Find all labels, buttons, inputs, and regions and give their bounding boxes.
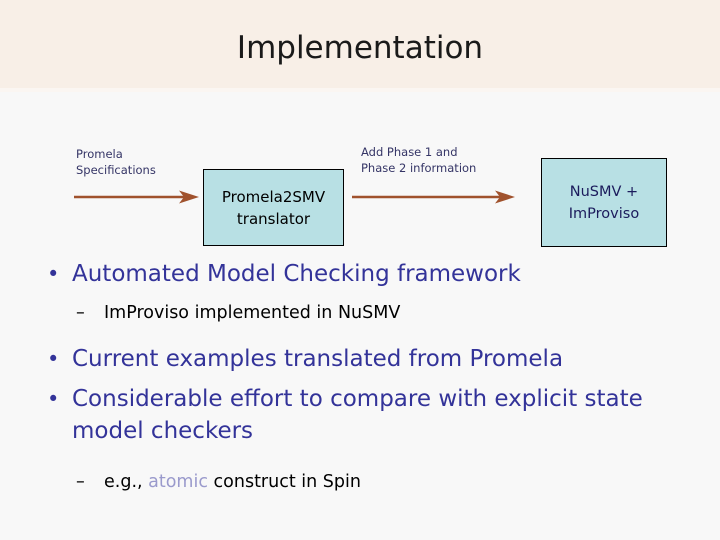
bullet-marker-icon: • [47, 387, 60, 411]
sub-bullet-text-before: e.g., [104, 472, 149, 492]
bullet-item-current-examples: • Current examples translated from Prome… [0, 343, 720, 375]
bullet-text: Current examples translated from Promela [72, 346, 564, 372]
dash-marker-icon: – [76, 303, 85, 323]
body-content: • Automated Model Checking framework – I… [0, 258, 720, 495]
diagram-box-nusmv-improviso[interactable]: NuSMV + ImProviso [541, 158, 667, 247]
title-band [0, 0, 720, 88]
bullet-text: Considerable effort to compare with expl… [72, 386, 643, 444]
sub-bullet-text-after: construct in Spin [207, 472, 361, 492]
diagram-box-promela2smv-translator[interactable]: Promela2SMV translator [203, 169, 344, 246]
bullet-text: Automated Model Checking framework [72, 261, 521, 287]
dash-marker-icon: – [76, 472, 85, 492]
bullet-item-considerable-effort: • Considerable effort to compare with ex… [0, 383, 720, 447]
process-flow-diagram: Promela Specifications Promela2SMV trans… [0, 0, 720, 265]
sub-bullet-item-improviso-in-nusmv: – ImProviso implemented in NuSMV [0, 300, 720, 326]
diagram-label-promela-specifications: Promela Specifications [76, 147, 156, 177]
sub-bullet-text: ImProviso implemented in NuSMV [104, 303, 401, 323]
arrow-specs-to-translator-icon [74, 190, 199, 204]
sub-bullet-item-atomic-construct: – e.g., atomic construct in Spin [0, 469, 720, 495]
diagram-label-phase-information: Add Phase 1 and Phase 2 information [361, 145, 477, 175]
bullet-marker-icon: • [47, 347, 60, 371]
keyword-atomic: atomic [148, 472, 208, 492]
arrow-translator-to-nusmv-icon [352, 190, 515, 204]
title-band-edge [0, 88, 720, 92]
page-title: Implementation [236, 30, 484, 66]
bullet-marker-icon: • [47, 262, 60, 286]
bullet-item-automated-framework: • Automated Model Checking framework [0, 258, 720, 290]
